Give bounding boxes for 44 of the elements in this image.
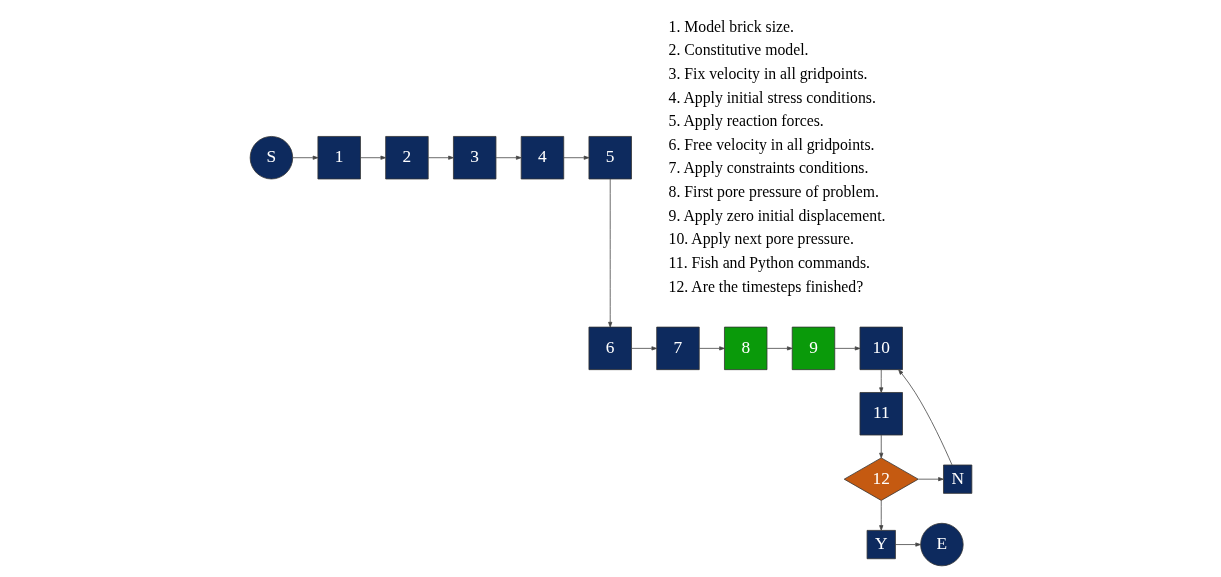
node-box: 4 bbox=[520, 136, 564, 180]
arrow bbox=[427, 155, 454, 160]
arrow bbox=[563, 155, 589, 160]
arrow bbox=[878, 500, 883, 531]
node-box: 7 bbox=[655, 326, 700, 371]
node-box: Y bbox=[866, 530, 896, 560]
arrow bbox=[878, 369, 883, 393]
node-box: 6 bbox=[588, 326, 632, 371]
node-box: 10 bbox=[859, 326, 903, 371]
node-box: 9 bbox=[791, 326, 835, 371]
arrow bbox=[359, 155, 386, 160]
label: 5. Apply reaction forces. bbox=[668, 112, 824, 130]
node-circle: E bbox=[919, 522, 964, 567]
node-box: 1 bbox=[317, 136, 361, 180]
label: 12. Are the timesteps finished? bbox=[668, 277, 863, 295]
label: 8. First pore pressure of problem. bbox=[668, 183, 879, 201]
arrow bbox=[917, 477, 944, 482]
node-diamond: 12 bbox=[843, 457, 919, 501]
arrow bbox=[630, 346, 657, 351]
label: 7. Apply constraints conditions. bbox=[668, 159, 868, 177]
arrow bbox=[607, 178, 612, 328]
node-box: N bbox=[942, 464, 972, 494]
node-box: 2 bbox=[384, 136, 429, 180]
label: 11. Fish and Python commands. bbox=[668, 254, 870, 272]
arrow bbox=[698, 346, 725, 351]
label: 3. Fix velocity in all gridpoints. bbox=[668, 64, 868, 82]
arrow bbox=[766, 346, 793, 351]
arrow bbox=[894, 542, 921, 547]
label: 10. Apply next pore pressure. bbox=[668, 230, 854, 248]
node-box: 5 bbox=[588, 136, 632, 180]
arrow bbox=[878, 434, 883, 459]
arrow bbox=[834, 346, 860, 351]
node-box: 8 bbox=[723, 326, 767, 371]
label: 2. Constitutive model. bbox=[668, 41, 809, 59]
arrow bbox=[897, 369, 952, 466]
label: 4. Apply initial stress conditions. bbox=[668, 88, 876, 106]
node-box: 3 bbox=[452, 136, 496, 180]
node-circle: S bbox=[249, 136, 293, 180]
node-box: 11 bbox=[859, 392, 903, 436]
label: 6. Free velocity in all gridpoints. bbox=[668, 135, 875, 153]
arrow bbox=[495, 155, 521, 160]
arrow bbox=[291, 155, 318, 160]
label: 1. Model brick size. bbox=[668, 17, 794, 35]
label: 9. Apply zero initial displacement. bbox=[668, 206, 885, 224]
